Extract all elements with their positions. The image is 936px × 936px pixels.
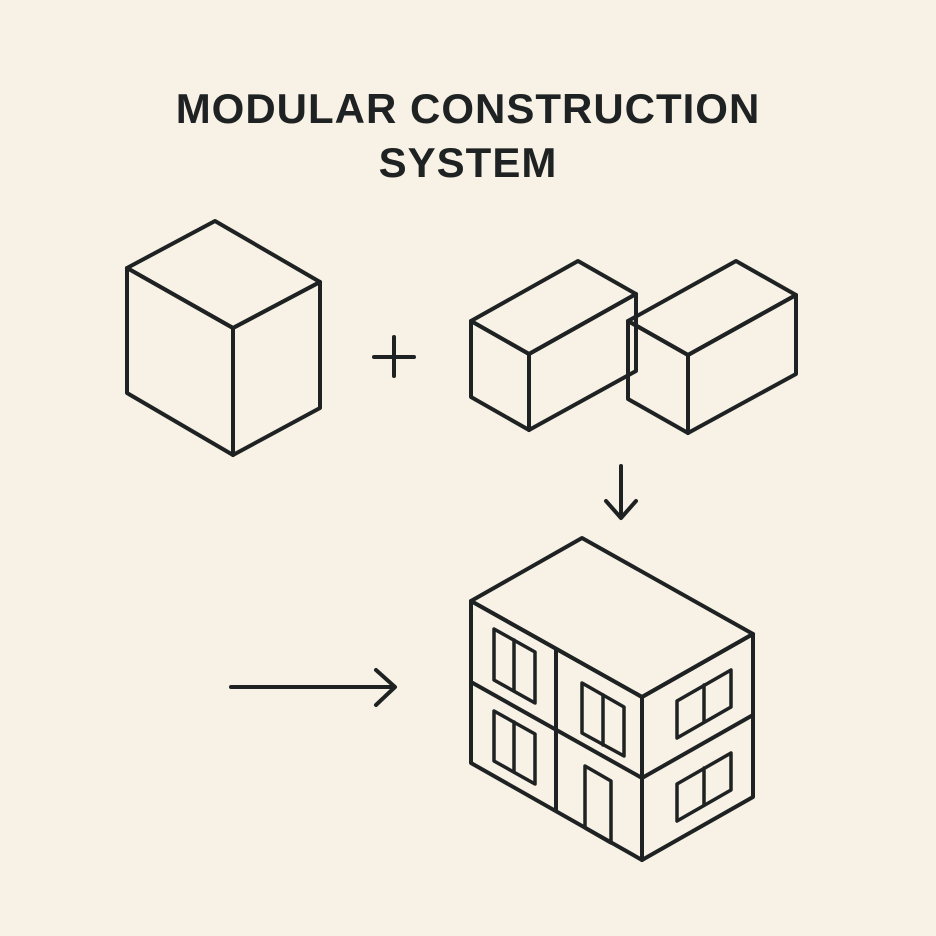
window-icon — [675, 751, 733, 823]
title-line-2: SYSTEM — [378, 139, 558, 186]
window-icon — [492, 709, 537, 786]
two-story-building-icon — [469, 536, 755, 862]
page-title: MODULAR CONSTRUCTION SYSTEM — [0, 82, 936, 190]
box-module-icon-left — [469, 259, 638, 432]
window-icon — [580, 681, 626, 758]
title-line-1: MODULAR CONSTRUCTION — [175, 85, 761, 132]
cube-icon — [125, 219, 322, 457]
arrow-right-icon — [229, 668, 397, 707]
window-icon — [492, 627, 537, 705]
door-icon — [583, 764, 613, 845]
arrow-down-icon — [604, 464, 638, 520]
plus-icon — [372, 335, 416, 378]
box-module-icon-right — [626, 259, 798, 435]
window-icon — [675, 668, 733, 740]
